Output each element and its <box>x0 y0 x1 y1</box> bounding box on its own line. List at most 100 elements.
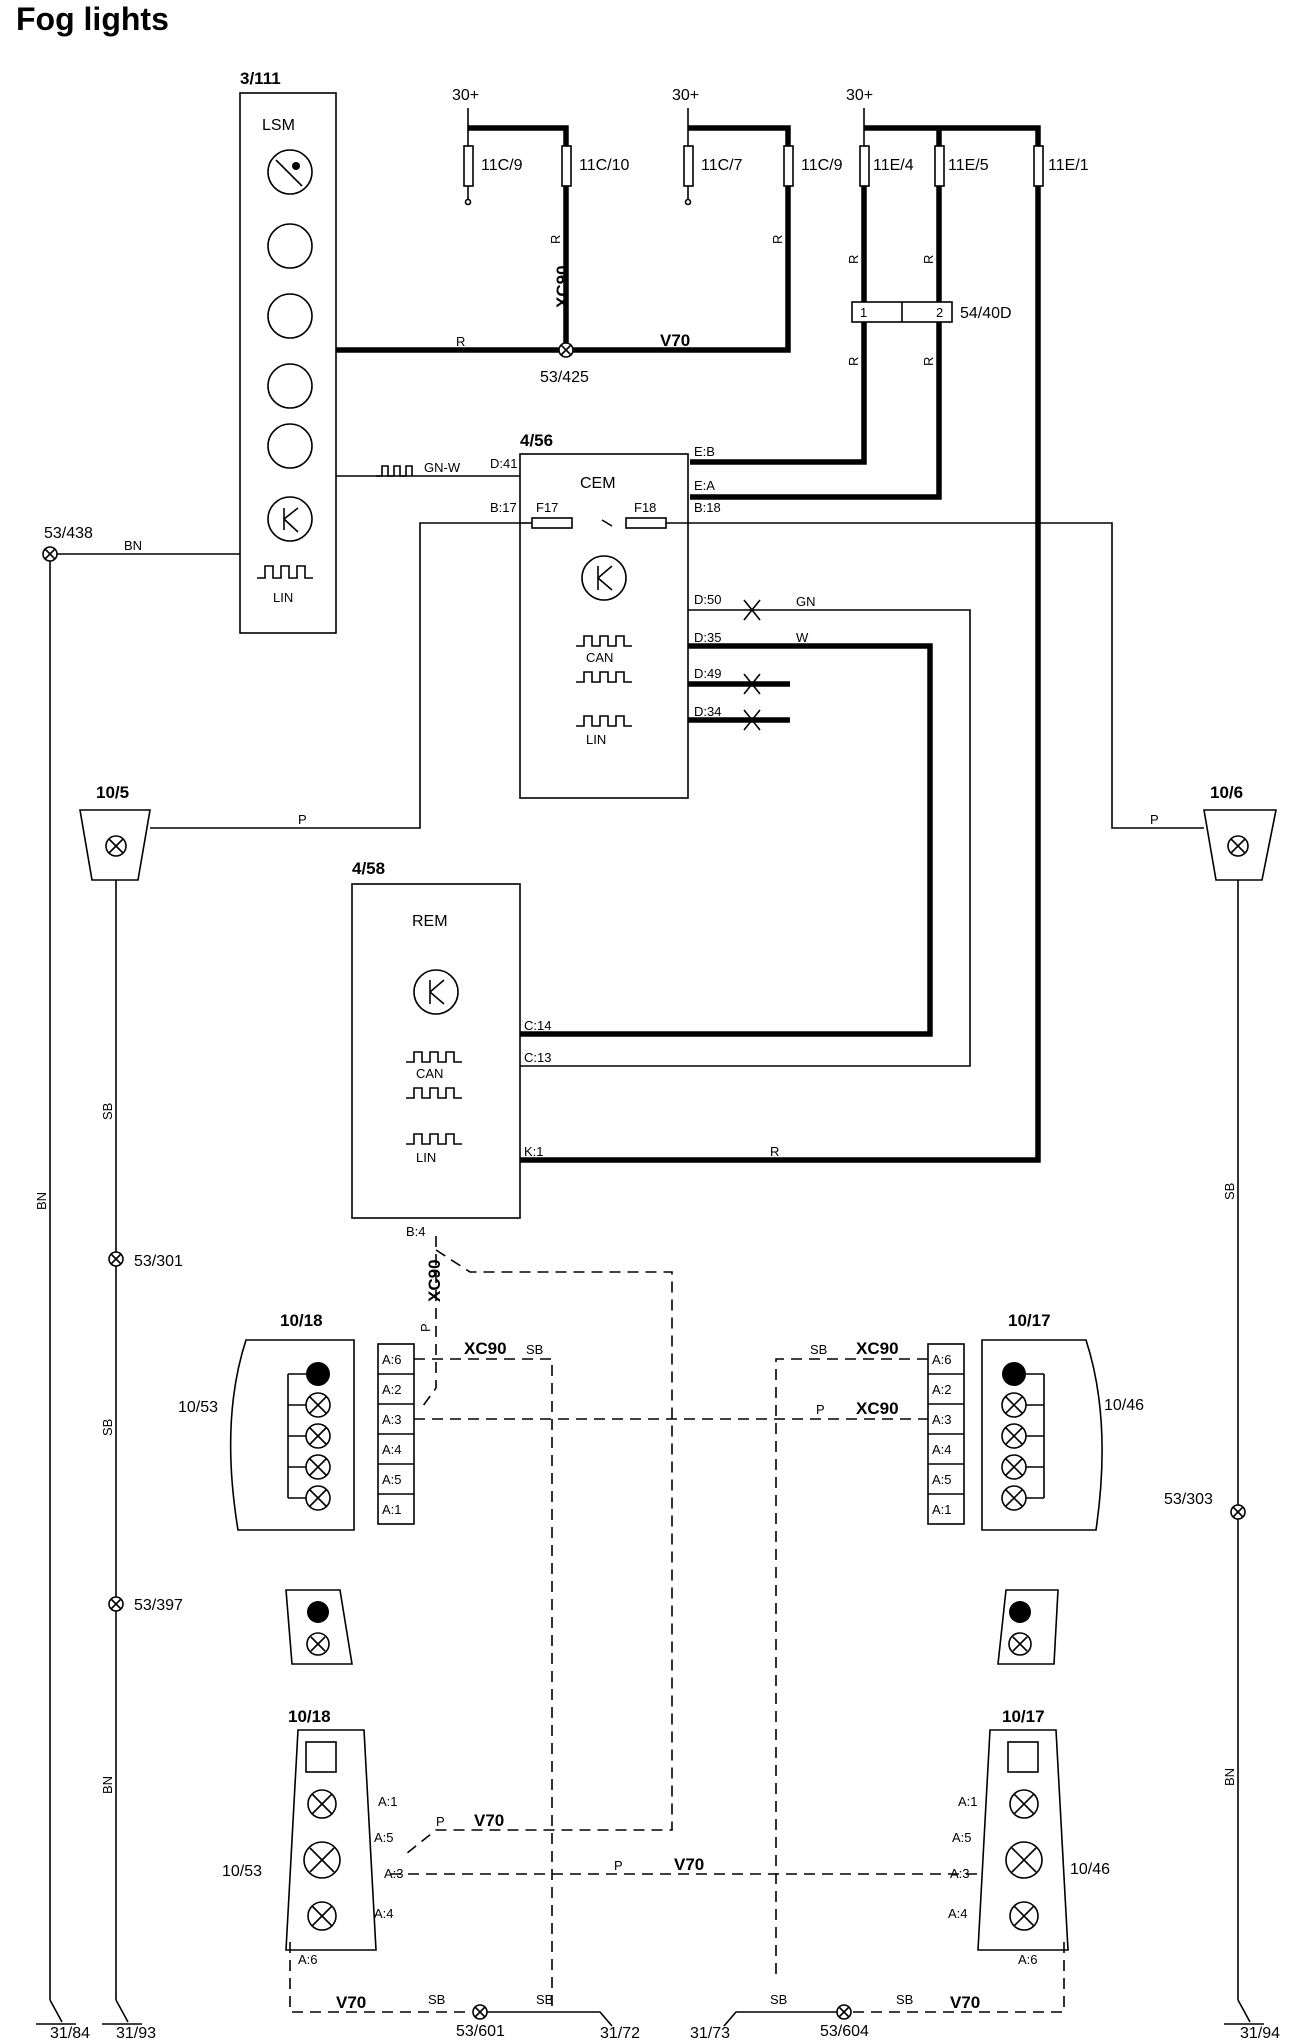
rear-left-xc90-side: 10/53 <box>178 1399 218 1416</box>
pin-d34: D:34 <box>694 704 721 719</box>
pin-eb: E:B <box>694 444 715 459</box>
fuse-label-1: 11C/9 <box>481 157 523 174</box>
pin-b18: B:18 <box>694 500 721 515</box>
wire-r-8: R <box>770 1144 779 1159</box>
fuse-label-3: 11C/7 <box>701 157 743 174</box>
fuse-label-5: 11E/4 <box>873 157 914 174</box>
cem-can-label: CAN <box>586 650 613 665</box>
wire-bn-2: BN <box>34 1192 49 1210</box>
ground-label-73: 31/73 <box>690 2025 730 2040</box>
fuse-label-7: 11E/1 <box>1048 157 1089 174</box>
splice-label-601: 53/601 <box>456 2023 505 2040</box>
svg-text:A:4: A:4 <box>932 1442 952 1457</box>
fuse-f17: F17 <box>536 500 558 515</box>
lin-pulse-icon <box>257 565 313 579</box>
wire-gnw: GN-W <box>424 460 461 475</box>
svg-text:A:3: A:3 <box>950 1866 970 1881</box>
wire-bn-1: BN <box>124 538 142 553</box>
pin-ea: E:A <box>694 478 715 493</box>
svg-text:A:4: A:4 <box>948 1906 968 1921</box>
svg-text:A:1: A:1 <box>932 1502 952 1517</box>
rear-right-xc90-lamps <box>1001 1362 1045 1511</box>
splice-label-303: 53/303 <box>1164 1491 1213 1508</box>
variant-xc90-4: XC90 <box>856 1399 899 1418</box>
rear-right-v70-id: 10/17 <box>1002 1707 1045 1726</box>
rear-left-v70-id: 10/18 <box>288 1707 331 1726</box>
lsm-id: 3/111 <box>240 69 281 88</box>
wire-sb-5: SB <box>810 1342 827 1357</box>
rear-right-xc90-id: 10/17 <box>1008 1311 1051 1330</box>
wire-p-3: P <box>816 1402 825 1417</box>
front-fog-lamps: 10/5 10/6 P P <box>79 522 1277 881</box>
splice-label-397: 53/397 <box>134 1597 183 1614</box>
cem-lin-label: LIN <box>586 732 606 747</box>
rear-left-xc90-lamps <box>287 1362 331 1511</box>
rem-transistor-icon <box>413 969 459 1015</box>
wire-sb-4: SB <box>526 1342 543 1357</box>
fuse-f18: F18 <box>634 500 656 515</box>
rear-left-xc90-id: 10/18 <box>280 1311 323 1330</box>
ground-label-93: 31/93 <box>116 2025 156 2040</box>
lamp-left-id: 10/5 <box>96 783 129 802</box>
wire-sb-1: SB <box>100 1103 115 1120</box>
cem-transistor-icon <box>581 555 627 601</box>
wire-r-3: R <box>846 255 861 264</box>
svg-text:A:2: A:2 <box>932 1382 952 1397</box>
wire-r-1: R <box>548 235 563 244</box>
wire-p-2: P <box>1150 812 1159 827</box>
wire-p-6: P <box>614 1858 623 1873</box>
lamp-right-id: 10/6 <box>1210 783 1243 802</box>
variant-xc90-5: XC90 <box>425 1259 444 1302</box>
variant-v70-2: V70 <box>474 1811 504 1830</box>
rem-box <box>351 883 521 1219</box>
rear-right-v70-housing <box>977 1729 1069 1951</box>
fuse-label-4: 11C/9 <box>801 157 843 174</box>
lsm-name: LSM <box>262 117 295 134</box>
svg-text:A:5: A:5 <box>382 1472 402 1487</box>
left-ground-chain: 53/438 BN BN SB 53/301 SB 53/397 BN <box>34 525 240 2000</box>
lsm-lin-label: LIN <box>273 590 293 605</box>
svg-text:A:4: A:4 <box>374 1906 394 1921</box>
wire-sb-9: SB <box>896 1992 913 2007</box>
supply-label-3: 30+ <box>846 87 873 104</box>
svg-text:A:2: A:2 <box>382 1382 402 1397</box>
splice-label-301: 53/301 <box>134 1253 183 1270</box>
rear-right-xc90-housing <box>981 1339 1103 1531</box>
power-wiring: 53/425 1 2 54/40D R R R R R R R R XC90 V… <box>336 186 1041 1163</box>
rear-left-xc90-pins: A:6 A:2 A:3 A:4 A:5 A:1 <box>377 1343 415 1525</box>
v70-left-upper-housing <box>285 1589 353 1665</box>
splice-label-438: 53/438 <box>44 525 93 542</box>
variant-v70-4: V70 <box>336 1993 366 2012</box>
fuse-row: 30+ 30+ 30+ 11C/9 11C/10 11C/7 11C/9 11E… <box>452 87 1089 206</box>
rear-left-xc90-housing <box>229 1339 355 1531</box>
svg-text:2: 2 <box>936 305 943 320</box>
bottom-grounds: 53/601 SB SB 53/604 SB SB 31/84 31/93 31… <box>36 1992 1280 2040</box>
rem-lin-label: LIN <box>416 1150 436 1165</box>
svg-text:A:6: A:6 <box>382 1352 402 1367</box>
variant-v70-1: V70 <box>660 331 690 350</box>
right-ground-chain: SB 53/303 BN <box>1164 880 1246 2000</box>
supply-label-2: 30+ <box>672 87 699 104</box>
light-switch-icons <box>267 149 313 542</box>
pin-d49: D:49 <box>694 666 721 681</box>
rear-left-v70-side: 10/53 <box>222 1863 262 1880</box>
cem-module: 4/56 CEM F17 F18 CAN LIN D:41 B:17 E:B E… <box>336 431 971 1067</box>
fuse-label-2: 11C/10 <box>579 157 630 174</box>
svg-text:A:5: A:5 <box>932 1472 952 1487</box>
pin-c14: C:14 <box>524 1018 551 1033</box>
rear-lamps-xc90: 10/18 10/53 A:6 A:2 A:3 A:4 A:5 A:1 10/1… <box>178 1236 1144 2012</box>
wire-sb-6: SB <box>428 1992 445 2007</box>
wire-sb-7: SB <box>536 1992 553 2007</box>
wire-r-5: R <box>846 357 861 366</box>
ground-label-72: 31/72 <box>600 2025 640 2040</box>
connector-label: 54/40D <box>960 305 1012 322</box>
wire-gn: GN <box>796 594 816 609</box>
v70-right-upper-housing <box>997 1589 1059 1665</box>
svg-text:A:6: A:6 <box>932 1352 952 1367</box>
fuse-label-6: 11E/5 <box>948 157 989 174</box>
wire-p-1: P <box>298 812 307 827</box>
pin-c13: C:13 <box>524 1050 551 1065</box>
svg-text:A:4: A:4 <box>382 1442 402 1457</box>
svg-text:1: 1 <box>860 305 867 320</box>
svg-text:A:3: A:3 <box>382 1412 402 1427</box>
